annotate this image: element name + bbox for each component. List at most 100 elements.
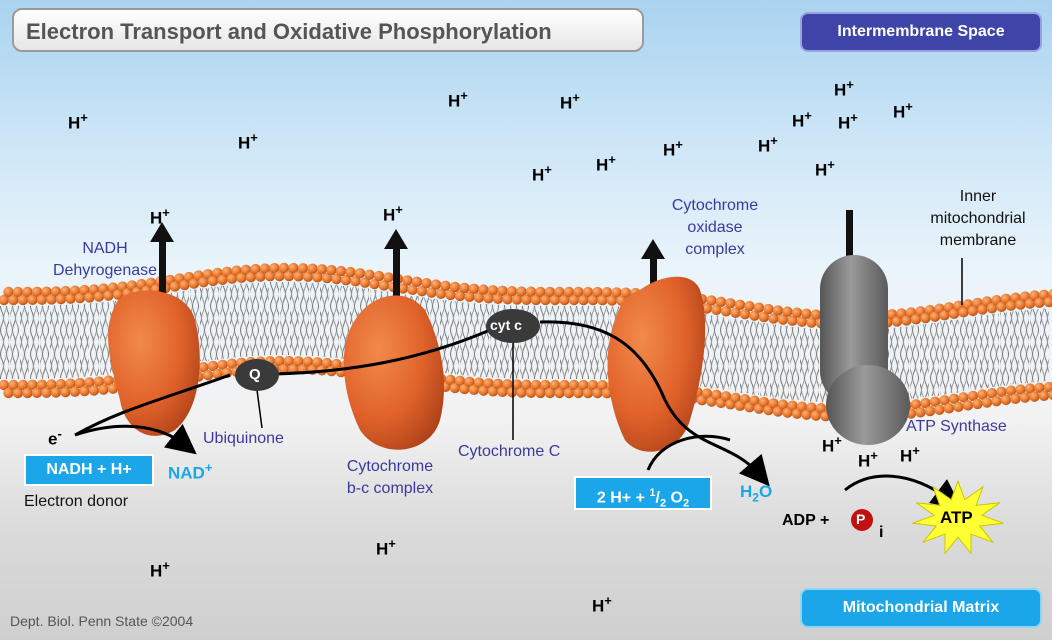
- inner-membrane-line-2: mitochondrial: [930, 210, 1026, 227]
- cytochrome-oxidase-line-2: oxidase: [687, 219, 743, 236]
- proton-charge: +: [804, 108, 812, 123]
- cytochrome-bc-line-1: Cytochrome: [346, 458, 434, 475]
- proton-symbol: H: [448, 91, 461, 111]
- phosphate-label: P: [856, 511, 866, 527]
- proton-symbol: H: [592, 596, 605, 616]
- electron-path: [74, 320, 963, 509]
- proton-symbol: H: [238, 133, 251, 153]
- inner-membrane-label: Inner mitochondrial membrane: [912, 186, 1044, 252]
- q-label: Q: [249, 366, 261, 383]
- proton-charge: +: [912, 443, 920, 458]
- proton-label: H+: [532, 162, 552, 186]
- proton-label: H+: [834, 77, 854, 101]
- proton-charge: +: [388, 536, 396, 551]
- proton-symbol: H: [815, 160, 828, 180]
- proton-symbol: H: [792, 111, 805, 131]
- oxygen-eq-sub: 2: [682, 497, 690, 510]
- proton-charge: +: [608, 152, 616, 167]
- proton-charge: +: [846, 77, 854, 92]
- proton-charge: +: [395, 202, 403, 217]
- proton-label: H+: [238, 130, 258, 154]
- nad-symbol: NAD: [168, 463, 205, 483]
- nad-label: NAD+: [168, 460, 212, 484]
- proton-symbol: H: [663, 140, 676, 160]
- proton-symbol: H: [900, 446, 913, 466]
- proton-charge: +: [80, 110, 88, 125]
- proton-symbol: H: [834, 80, 847, 100]
- water-sub: 2: [752, 490, 759, 505]
- water-o: O: [758, 482, 773, 501]
- proton-charge: +: [675, 137, 683, 152]
- proton-charge: +: [770, 133, 778, 148]
- proton-label: H+: [68, 110, 88, 134]
- proton-label: H+: [383, 202, 403, 226]
- ubiquinone-q: [235, 359, 279, 391]
- atp-synthase-label: ATP Synthase: [906, 418, 1007, 435]
- proton-symbol: H: [383, 205, 396, 225]
- proton-symbol: H: [596, 155, 609, 175]
- proton-label: H+: [663, 137, 683, 161]
- cytochrome-oxidase-label: Cytochrome oxidase complex: [660, 195, 770, 261]
- electron-symbol: e: [48, 429, 58, 449]
- proton-label: H+: [822, 433, 842, 457]
- oxygen-equation-box: 2 H+ + 1/2 O2: [574, 476, 712, 510]
- proton-symbol: H: [376, 539, 389, 559]
- ubiquinone-label: Ubiquinone: [203, 430, 284, 447]
- nadh-dehydrogenase-label: NADH Dehyrogenase: [50, 238, 160, 282]
- proton-label: H+: [448, 88, 468, 112]
- proton-symbol: H: [560, 93, 573, 113]
- proton-symbol: H: [858, 451, 871, 471]
- callout-lines: [256, 258, 963, 440]
- cytochrome-bc-label: Cytochrome b-c complex: [330, 456, 450, 500]
- proton-symbol: H: [532, 165, 545, 185]
- intermembrane-space-badge: Intermembrane Space: [800, 12, 1042, 52]
- nadh-dehydrogenase-complex: [108, 290, 200, 436]
- oxygen-eq-lead: 2 H+ +: [596, 489, 650, 507]
- proton-symbol: H: [68, 113, 81, 133]
- nad-charge: +: [204, 460, 213, 475]
- proton-charge: +: [460, 88, 468, 103]
- proton-symbol: H: [838, 113, 851, 133]
- water-h: H: [740, 482, 753, 501]
- cytochrome-oxidase-line-3: complex: [685, 241, 745, 258]
- proton-charge: +: [162, 558, 170, 573]
- proton-label: H+: [596, 152, 616, 176]
- proton-symbol: H: [893, 102, 906, 122]
- cytochrome-bc-line-2: b-c complex: [346, 480, 434, 497]
- oxygen-eq-tail: O: [666, 489, 683, 507]
- water-label: H2O: [740, 482, 772, 504]
- cyt-c-label: cyt c: [490, 317, 522, 333]
- proton-charge: +: [850, 110, 858, 125]
- proton-label: H+: [150, 558, 170, 582]
- proton-charge: +: [250, 130, 258, 145]
- proton-label: H+: [815, 157, 835, 181]
- cytochrome-oxidase-complex: [607, 276, 706, 452]
- proton-label: H+: [893, 99, 913, 123]
- mitochondrial-matrix-badge: Mitochondrial Matrix: [800, 588, 1042, 628]
- oxygen-eq-numerator: 1: [649, 487, 656, 499]
- proton-label: H+: [900, 443, 920, 467]
- proton-symbol: H: [150, 561, 163, 581]
- proton-charge: +: [604, 593, 612, 608]
- phosphate-circle: [851, 509, 873, 531]
- atp-label: ATP: [940, 508, 973, 527]
- atp-starburst: [912, 479, 1004, 555]
- proton-label: H+: [858, 448, 878, 472]
- proton-charge: +: [834, 433, 842, 448]
- proton-symbol: H: [150, 208, 163, 228]
- proton-label: H+: [758, 133, 778, 157]
- oxygen-eq-denominator: 2: [659, 497, 667, 510]
- proton-label: H+: [150, 205, 170, 229]
- cytochrome-c-label: Cytochrome C: [458, 443, 561, 460]
- proton-symbol: H: [822, 436, 835, 456]
- adp-label: ADP +: [782, 512, 830, 529]
- proton-label: H+: [560, 90, 580, 114]
- phosphate-subscript: i: [879, 524, 884, 541]
- nadh-h-box: NADH + H+: [24, 454, 154, 486]
- electron-charge: -: [57, 426, 62, 441]
- nadh-dehydrogenase-line-1: NADH: [82, 240, 128, 257]
- cytochrome-oxidase-line-1: Cytochrome: [671, 197, 759, 214]
- page-title: Electron Transport and Oxidative Phospho…: [12, 8, 644, 52]
